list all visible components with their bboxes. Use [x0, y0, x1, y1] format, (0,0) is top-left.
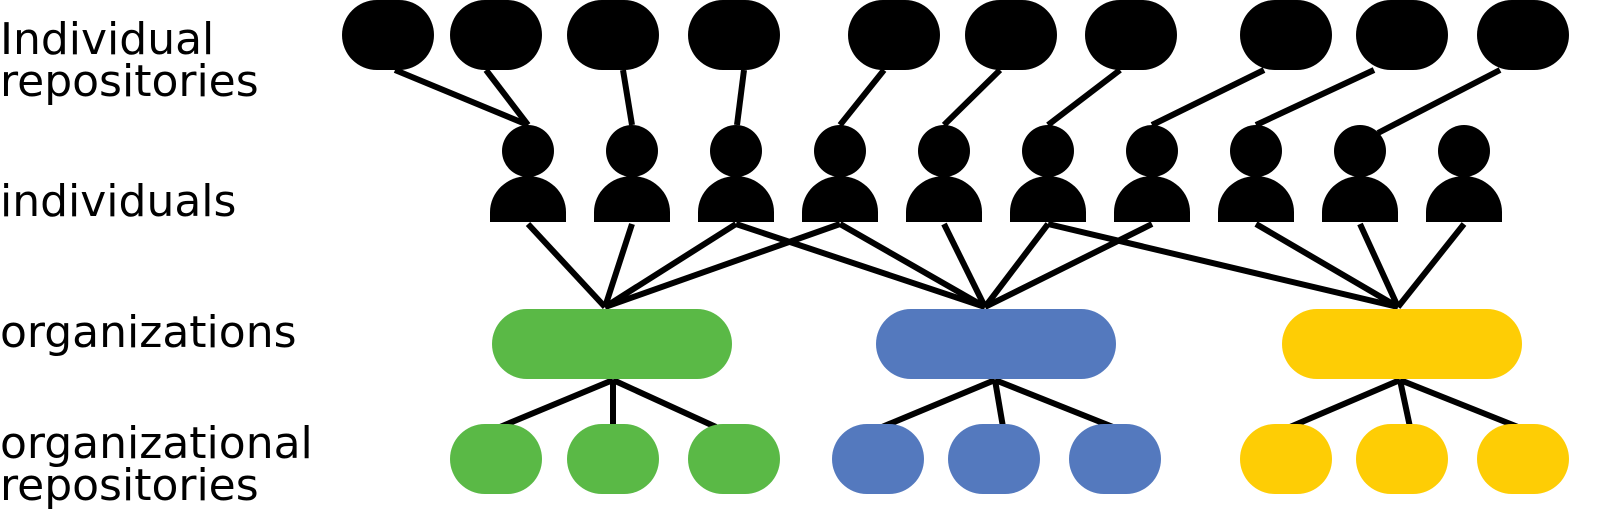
org-repo-green [567, 424, 659, 494]
organizational-repositories [450, 424, 1569, 494]
organization-yellow [1282, 309, 1522, 379]
person-icon [1322, 125, 1398, 222]
org-repo-yellow [1356, 424, 1448, 494]
org-repo-green [688, 424, 780, 494]
edge-org-0-repo-2 [611, 377, 718, 430]
edge-individual-4-org-1 [941, 222, 988, 309]
edge-repo-6-individual-5 [1046, 67, 1122, 128]
person-icon [802, 125, 878, 222]
individual-repo-node [848, 0, 940, 70]
label-individuals: individuals [0, 176, 236, 227]
person-icon [1218, 125, 1294, 222]
individual-repo-node [342, 0, 434, 70]
edge-repo-1-individual-0 [483, 68, 531, 127]
individual-repo-node [1356, 0, 1448, 70]
edge-repo-8-individual-7 [1254, 67, 1376, 128]
individuals [490, 125, 1502, 222]
label-organizational-repositories-line2: repositories [0, 460, 259, 511]
individual-repo-node [450, 0, 542, 70]
organization-blue [876, 309, 1116, 379]
edge-individual-5-org-1 [982, 222, 1051, 309]
individual-repo-node [1240, 0, 1332, 70]
edge-individual-7-org-2 [1254, 221, 1400, 310]
person-icon [1426, 125, 1502, 222]
person-icon [1114, 125, 1190, 222]
edge-individual-3-org-1 [838, 221, 987, 310]
edge-org-2-repo-8 [1398, 377, 1520, 430]
person-icon [906, 125, 982, 222]
edge-individual-5-org-2 [1047, 221, 1399, 310]
individual-repo-node [688, 0, 780, 70]
edge-repo-3-individual-2 [734, 69, 747, 126]
org-repo-blue [948, 424, 1040, 494]
edge-org-2-repo-7 [1397, 379, 1413, 428]
organizations [492, 309, 1522, 379]
edge-individual-9-org-2 [1395, 222, 1467, 309]
label-organizations: organizations [0, 307, 297, 358]
edge-individual-2-org-1 [735, 221, 986, 310]
edge-repo-9-individual-8 [1376, 67, 1502, 136]
org-repo-blue [832, 424, 924, 494]
edge-individual-0-org-0 [525, 221, 608, 310]
label-individual-repositories-line1: Individual [0, 14, 214, 65]
edge-individual-6-org-1 [983, 221, 1154, 310]
edge-individual-3-org-0 [604, 221, 841, 310]
edge-individual-2-org-0 [603, 221, 738, 310]
edge-org-0-repo-0 [498, 377, 615, 430]
edge-repo-7-individual-6 [1150, 67, 1266, 128]
connectors [393, 67, 1520, 430]
edge-repo-4-individual-3 [837, 68, 887, 127]
individual-repo-node [1477, 0, 1569, 70]
org-repo-blue [1069, 424, 1161, 494]
edge-org-1-repo-3 [880, 377, 997, 430]
org-repo-yellow [1477, 424, 1569, 494]
organization-green [492, 309, 732, 379]
person-icon [490, 125, 566, 222]
individual-repo-node [965, 0, 1057, 70]
edge-org-2-repo-6 [1288, 377, 1402, 430]
edge-repo-0-individual-0 [393, 67, 530, 128]
row-labels: Individual repositories individuals orga… [0, 14, 313, 511]
individual-repo-node [567, 0, 659, 70]
edge-org-1-repo-5 [993, 377, 1115, 430]
edge-individual-8-org-2 [1357, 222, 1401, 309]
edge-repo-5-individual-4 [941, 67, 1003, 128]
person-icon [1010, 125, 1086, 222]
org-repo-green [450, 424, 542, 494]
edge-individual-1-org-0 [602, 223, 635, 308]
individual-repo-node [1085, 0, 1177, 70]
label-organizational-repositories-line1: organizational [0, 418, 313, 469]
person-icon [698, 125, 774, 222]
person-icon [594, 125, 670, 222]
label-individual-repositories-line2: repositories [0, 56, 259, 107]
org-repo-yellow [1240, 424, 1332, 494]
edge-repo-2-individual-1 [620, 69, 635, 126]
individual-repositories [342, 0, 1569, 70]
edge-org-1-repo-4 [992, 379, 1006, 428]
